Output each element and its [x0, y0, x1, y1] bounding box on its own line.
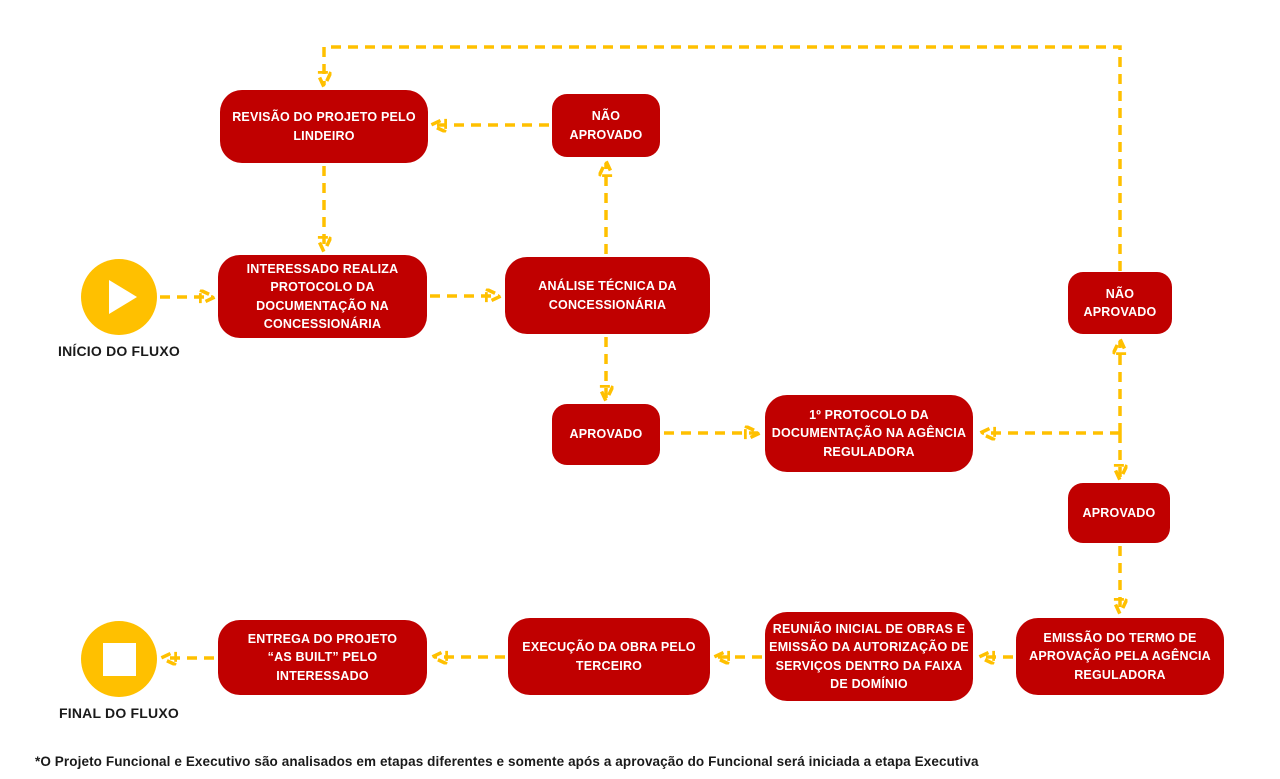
arrow-loop-top-line [324, 45, 1122, 271]
node-emissao-termo-aprovacao: EMISSÃO DO TERMO DE APROVAÇÃO PELA AGÊNC… [1016, 618, 1224, 695]
stop-icon [102, 642, 136, 676]
node-nao-aprovado-agencia: NÃO APROVADO [1068, 272, 1172, 334]
node-analise-tecnica-concessionaria: ANÁLISE TÉCNICA DA CONCESSIONÁRIA [505, 257, 710, 334]
node-reuniao-inicial-obras: REUNIÃO INICIAL DE OBRAS E EMISSÃO DA AU… [765, 612, 973, 701]
node-aprovado-concessionaria: APROVADO [552, 404, 660, 465]
end-circle [81, 621, 157, 697]
end-label: FINAL DO FLUXO [59, 705, 179, 721]
node-protocolo-agencia-reguladora: 1º PROTOCOLO DA DOCUMENTAÇÃO NA AGÊNCIA … [765, 395, 973, 472]
node-revisao-projeto-lindeiro: REVISÃO DO PROJETO PELO LINDEIRO [220, 90, 428, 163]
start-circle [81, 259, 157, 335]
start-label: INÍCIO DO FLUXO [58, 343, 180, 359]
play-icon [109, 280, 137, 314]
footnote: *O Projeto Funcional e Executivo são ana… [35, 754, 979, 769]
node-interessado-protocolo-concessionaria: INTERESSADO REALIZA PROTOCOLO DA DOCUMEN… [218, 255, 427, 338]
node-execucao-obra-terceiro: EXECUÇÃO DA OBRA PELO TERCEIRO [508, 618, 710, 695]
node-aprovado-agencia: APROVADO [1068, 483, 1170, 543]
node-entrega-projeto-as-built: ENTREGA DO PROJETO “AS BUILT” PELO INTER… [218, 620, 427, 695]
node-nao-aprovado-concessionaria: NÃO APROVADO [552, 94, 660, 157]
